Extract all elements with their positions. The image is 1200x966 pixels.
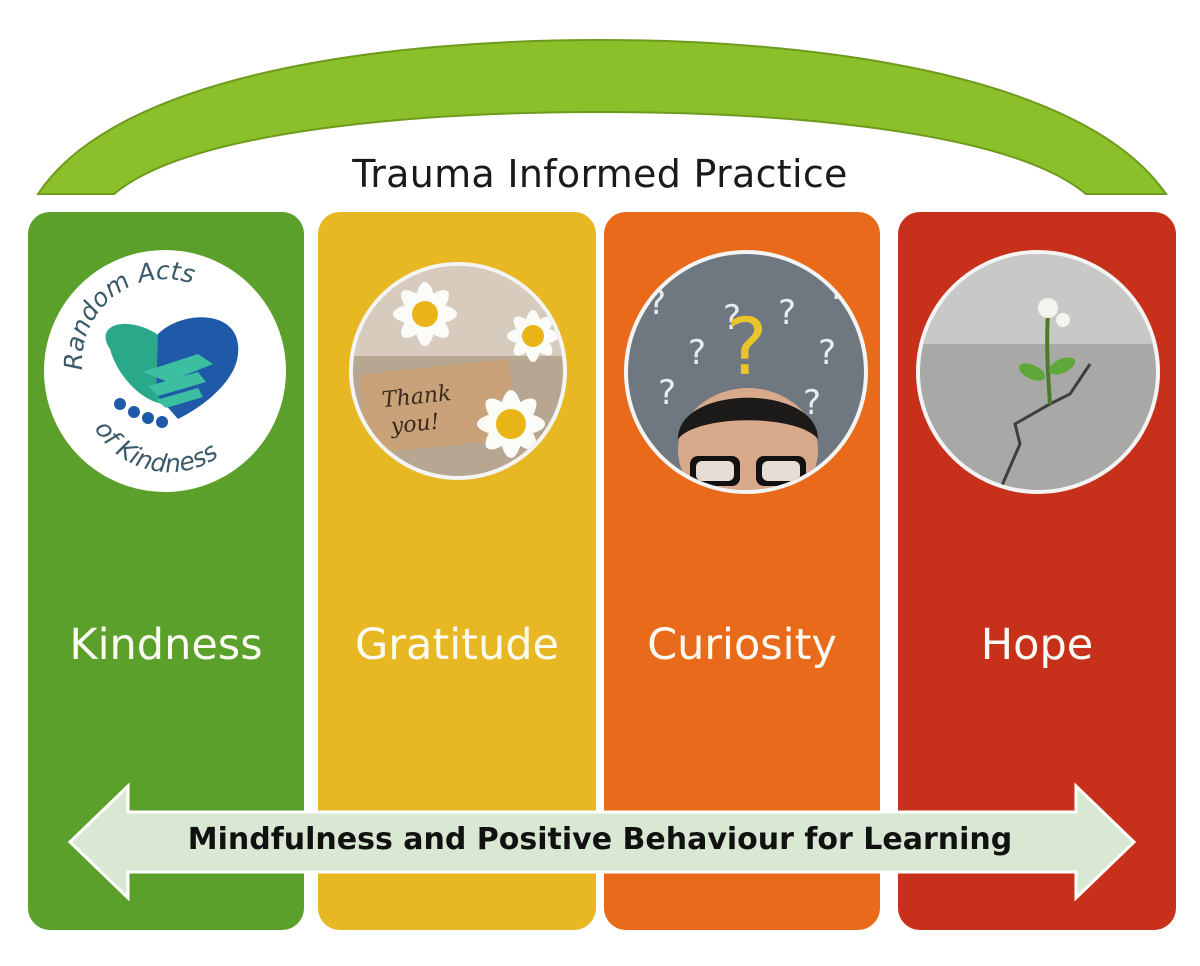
svg-text:?: ? xyxy=(726,303,767,393)
svg-text:?: ? xyxy=(778,293,796,333)
pillar-label-kindness: Kindness xyxy=(69,620,263,670)
pillar-label-hope: Hope xyxy=(980,620,1094,670)
svg-text:?: ? xyxy=(818,333,836,373)
pillar-label-curiosity: Curiosity xyxy=(647,620,837,670)
handshake-heart-icon xyxy=(105,317,239,428)
random-acts-of-kindness-logo: Random Acts of Kindness xyxy=(44,250,286,492)
question-marks-person-image: ??? ??? ?? ? xyxy=(624,250,868,494)
svg-text:?: ? xyxy=(658,373,676,413)
svg-text:?: ? xyxy=(803,383,821,423)
svg-text:you!: you! xyxy=(389,410,441,440)
diagram-title: Trauma Informed Practice xyxy=(352,152,848,196)
svg-text:?: ? xyxy=(723,298,741,338)
banner-text: Mindfulness and Positive Behaviour for L… xyxy=(187,822,1013,857)
daisy-flower xyxy=(393,282,559,362)
arch xyxy=(36,38,1168,195)
thank-you-daisies-image: Thank you! xyxy=(349,262,567,480)
pillar-label-gratitude: Gratitude xyxy=(354,620,560,670)
svg-text:?: ? xyxy=(688,333,706,373)
